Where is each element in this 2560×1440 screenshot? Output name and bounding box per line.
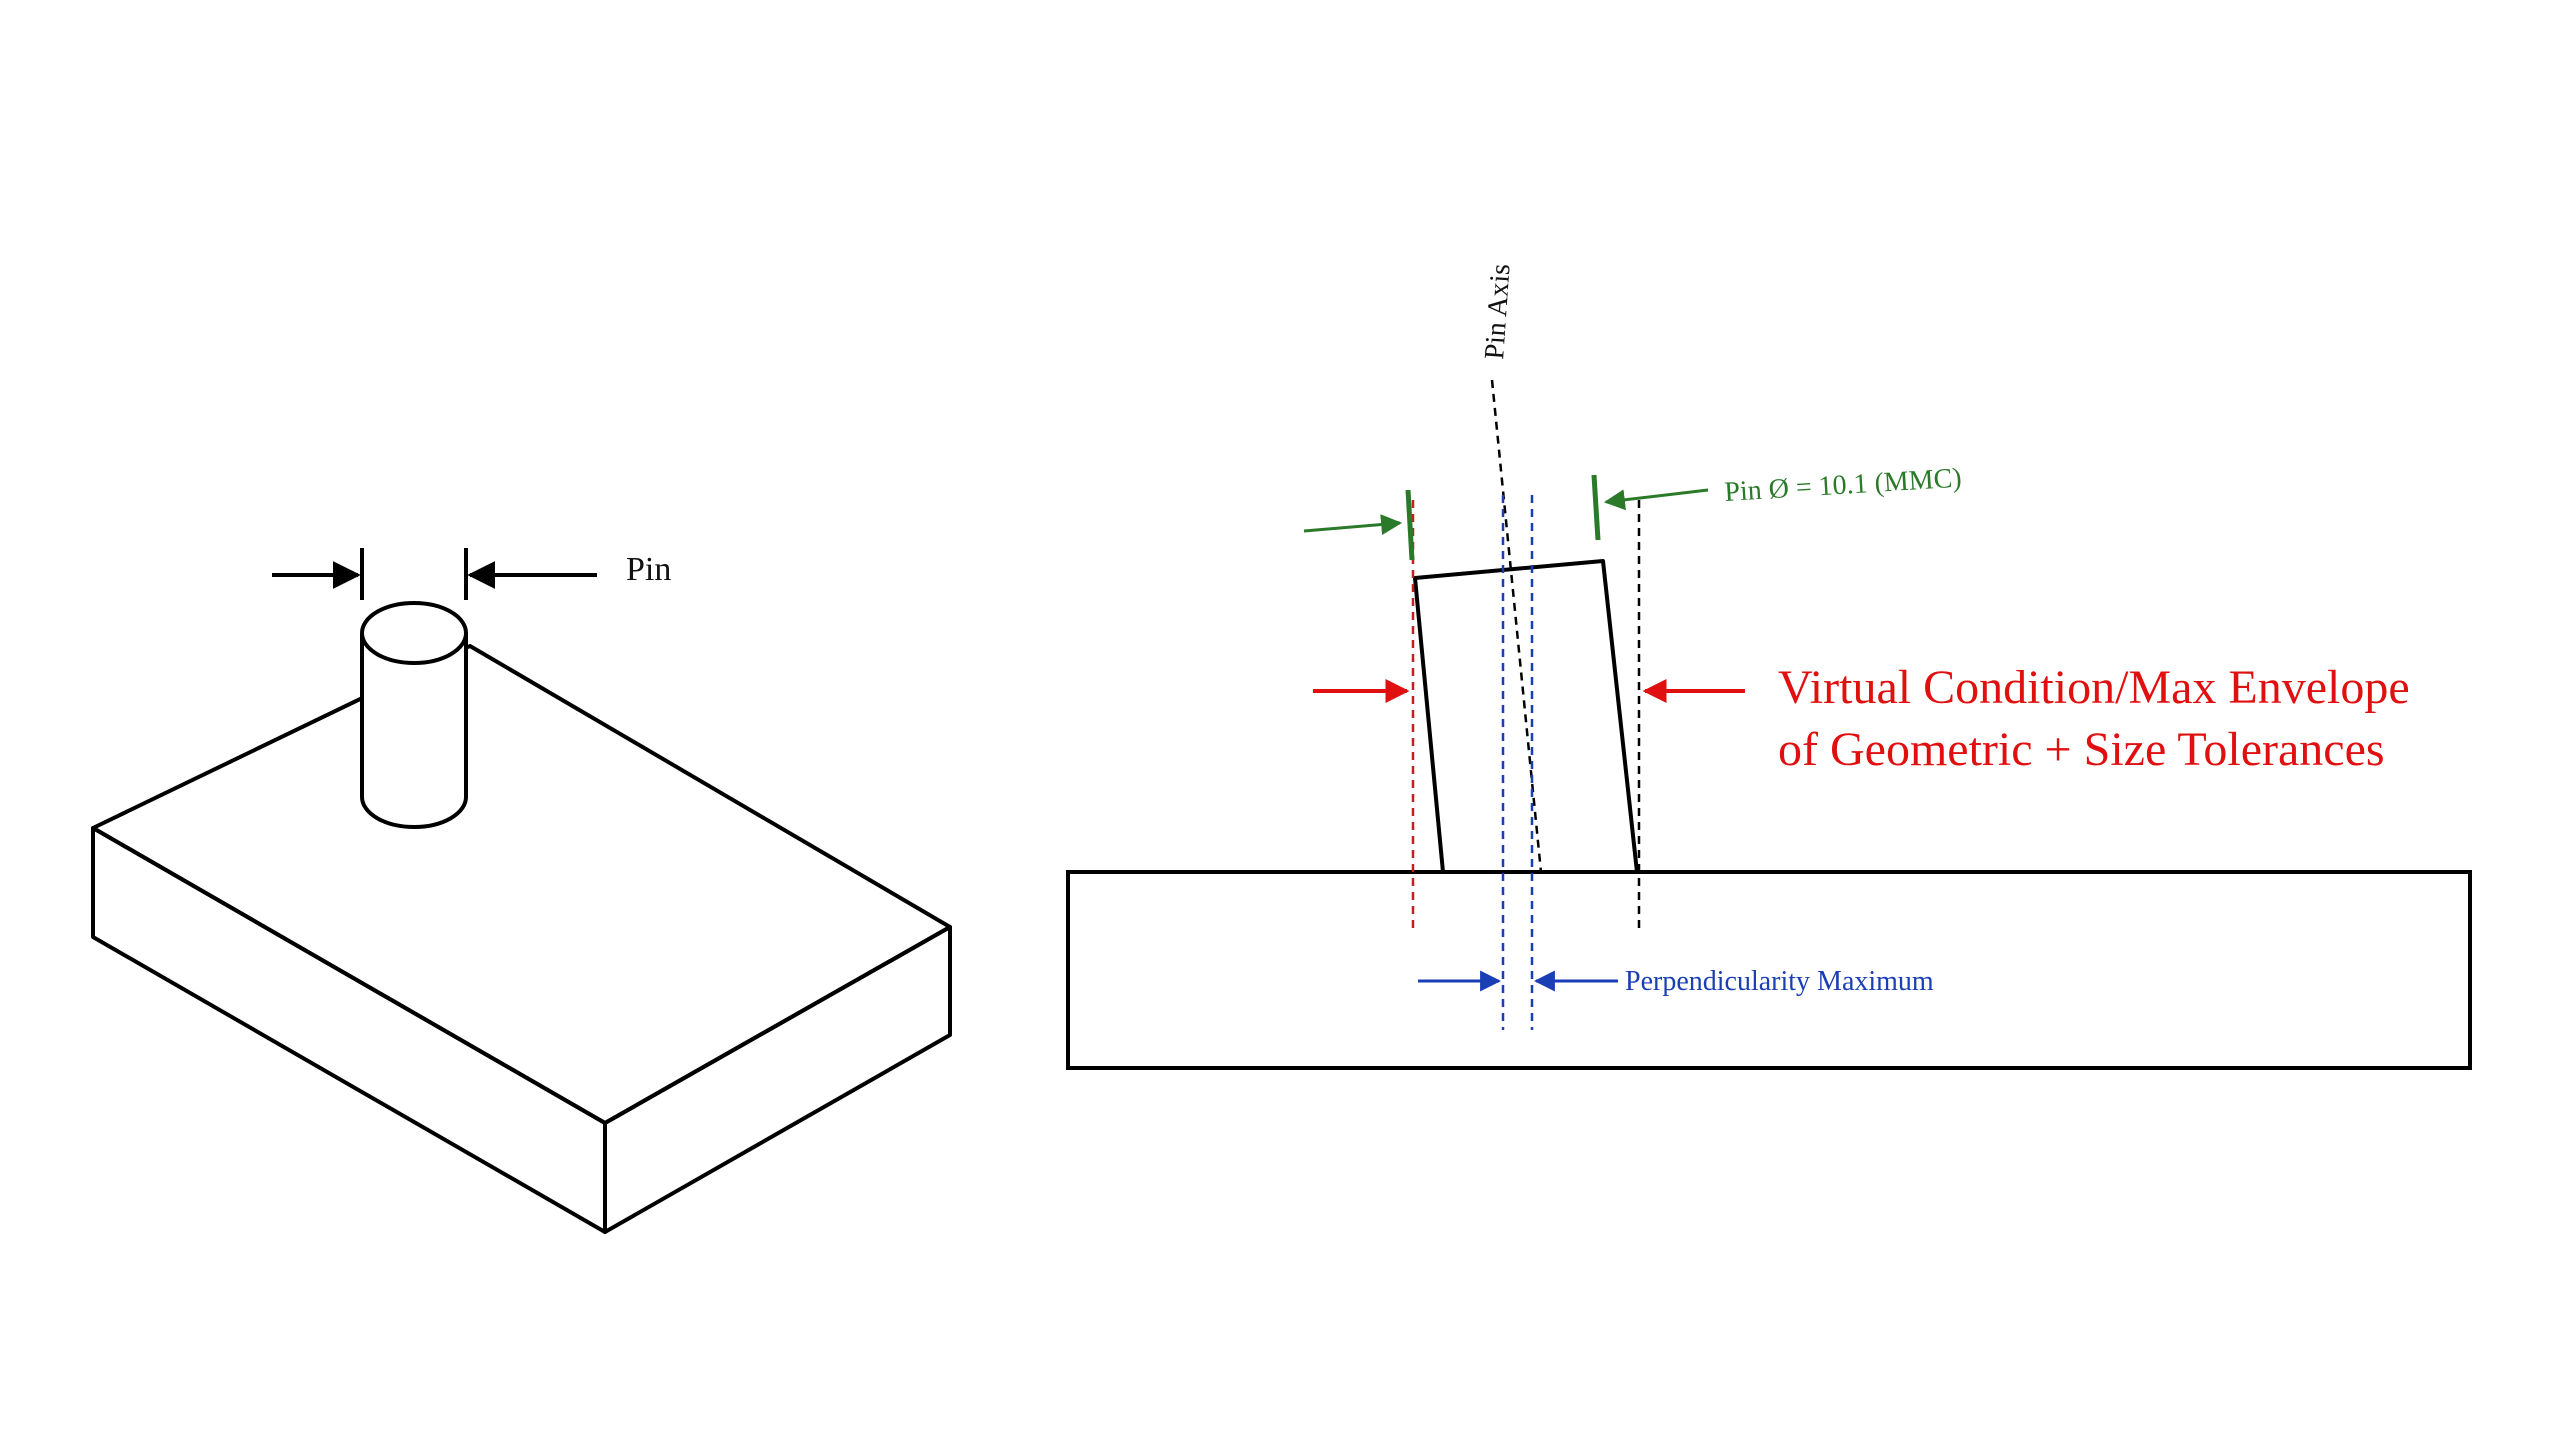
pin-cylinder bbox=[360, 601, 468, 829]
virtual-condition-label-line1: Virtual Condition/Max Envelope bbox=[1778, 661, 2410, 714]
pin-diameter-label: Pin Ø = 10.1 (MMC) bbox=[1724, 463, 1963, 508]
mmc-extension-left bbox=[1405, 489, 1415, 561]
perpendicularity-label: Perpendicularity Maximum bbox=[1625, 966, 1934, 997]
pin-cylinder-top bbox=[360, 601, 468, 665]
pin-diameter-arrows bbox=[1303, 488, 1709, 536]
mmc-extension-right bbox=[1591, 474, 1601, 541]
block-right-face bbox=[603, 925, 952, 1234]
pin-dimension bbox=[272, 548, 597, 600]
mmc-arrow-left bbox=[1303, 514, 1403, 536]
block-left-face bbox=[91, 826, 607, 1234]
base-plate bbox=[1066, 870, 2472, 1070]
pin-cylinder-body bbox=[360, 633, 468, 829]
isometric-block-drawing bbox=[91, 644, 952, 1234]
pin-axis-label: Pin Axis bbox=[1479, 263, 1517, 361]
pin-label: Pin bbox=[626, 551, 671, 588]
pin-diameter-dimension bbox=[1405, 474, 1601, 561]
block-top-face bbox=[91, 644, 952, 1125]
virtual-condition-label-line2: of Geometric + Size Tolerances bbox=[1778, 723, 2385, 776]
mmc-arrow-right bbox=[1603, 488, 1709, 511]
